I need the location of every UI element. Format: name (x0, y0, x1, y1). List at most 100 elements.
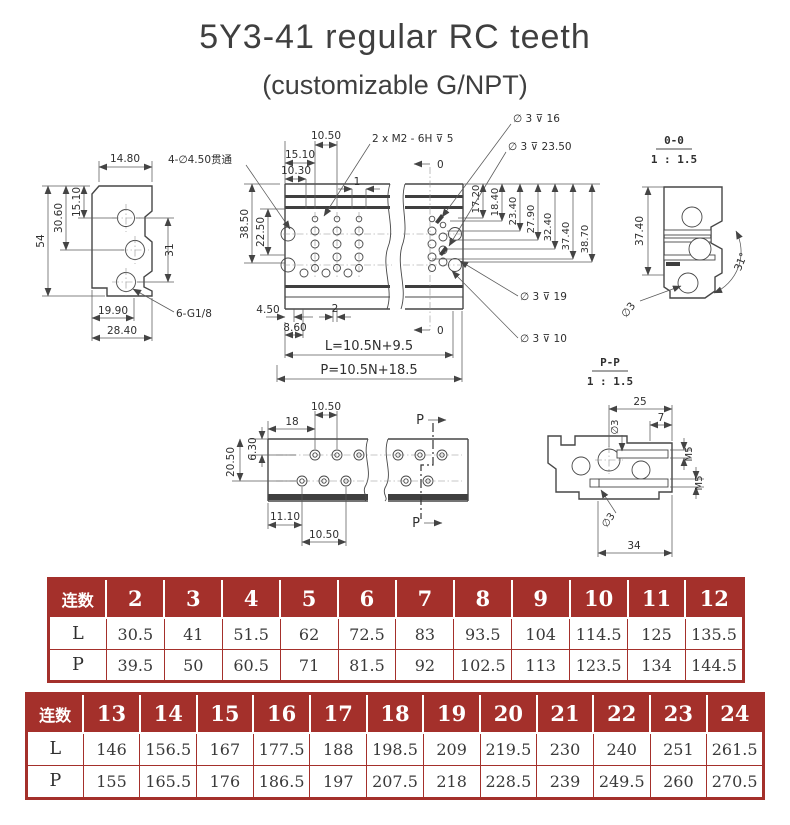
value-cell: 71 (279, 649, 339, 682)
section-pp-scale: 1 : 1.5 (587, 375, 633, 388)
pp-dia-top: ∅3 (610, 419, 621, 434)
value-cell: 165.5 (139, 764, 198, 800)
bottom-view: 10.50 18 6.30 20.50 11.10 10.50 P P (225, 401, 469, 546)
value-cell: 188 (309, 732, 368, 766)
value-cell: 251 (649, 732, 708, 766)
value-cell: 219.5 (479, 732, 538, 766)
value-cell: 92 (395, 649, 455, 682)
value-cell: 125 (627, 617, 686, 650)
section-oo-scale: 1 : 1.5 (651, 153, 697, 166)
datum-bottom: 0 (437, 325, 444, 337)
column-header: 5 (279, 577, 340, 619)
callout-depth-19: ∅ 3 ⊽ 19 (520, 291, 567, 303)
pp-dim-34: 34 (627, 540, 641, 552)
value-cell: 93.5 (453, 617, 513, 650)
column-header: 15 (195, 692, 255, 734)
dim-14-80: 14.80 (110, 153, 140, 165)
side-view: 14.80 15.10 30.60 54 31 19.90 28.40 6-G1… (35, 153, 291, 342)
bv-dim-18: 18 (285, 416, 298, 428)
datum-top: 0 (437, 159, 444, 171)
value-cell: 249.5 (592, 764, 651, 800)
pp-m5-top: M5 (684, 447, 695, 462)
column-header: 18 (365, 692, 425, 734)
pp-dim-7: 7 (658, 412, 665, 424)
technical-drawing: 14.80 15.10 30.60 54 31 19.90 28.40 6-G1… (35, 113, 750, 557)
formula-L: L=10.5N+9.5 (325, 339, 413, 354)
dim-19-90: 19.90 (98, 305, 128, 317)
value-cell: 270.5 (706, 764, 764, 800)
column-header: 21 (535, 692, 595, 734)
dim-30-60: 30.60 (53, 203, 65, 233)
bv-dim-6-30: 6.30 (247, 437, 259, 460)
dim-10-30: 10.30 (281, 165, 311, 177)
column-header: 23 (649, 692, 708, 734)
bv-p-top: P (416, 413, 424, 428)
column-header: 17 (308, 692, 368, 734)
value-cell: 240 (592, 732, 651, 766)
value-cell: 113 (511, 649, 571, 682)
value-cell: 72.5 (337, 617, 397, 650)
value-cell: 207.5 (366, 764, 424, 800)
dim-4-50: 4.50 (256, 304, 279, 316)
value-cell: 146 (82, 732, 141, 766)
column-header: 13 (82, 692, 141, 734)
value-cell: 186.5 (252, 764, 311, 800)
value-cell: 102.5 (453, 649, 513, 682)
dim-17-20: 17.20 (471, 185, 482, 214)
pp-dia-bottom: ∅3 (600, 511, 618, 530)
value-cell: 60.5 (221, 649, 281, 682)
label-tap: 2 x M2 - 6H ⊽ 5 (372, 133, 453, 145)
value-cell: 50 (163, 649, 223, 682)
bv-dim-20-50: 20.50 (225, 447, 237, 477)
value-cell: 134 (627, 649, 686, 682)
column-header: 6 (337, 577, 397, 619)
value-cell: 198.5 (366, 732, 424, 766)
value-cell: 123.5 (569, 649, 629, 682)
section-oo-dia: ∅3 (619, 300, 638, 320)
section-view-pp: 25 7 ∅3 M5 M5 ∅3 34 (547, 396, 705, 557)
bv-dim-11-10: 11.10 (270, 511, 300, 523)
dim-54: 54 (35, 234, 47, 248)
section-oo-dim-37-40: 37.40 (634, 216, 646, 246)
column-header: 22 (592, 692, 652, 734)
callout-depth-10: ∅ 3 ⊽ 10 (520, 333, 567, 345)
column-header-lianshu: 连数 (47, 577, 108, 619)
dim-37-40: 37.40 (561, 222, 572, 251)
bv-dim-10-50-top: 10.50 (311, 401, 341, 413)
row-label: P (48, 649, 107, 682)
row-label: L (26, 732, 84, 766)
column-header: 4 (221, 577, 282, 619)
dim-32-40: 32.40 (543, 213, 554, 242)
value-cell: 39.5 (105, 649, 165, 682)
value-cell: 41 (163, 617, 223, 650)
value-cell: 155 (82, 764, 141, 800)
dim-28-40: 28.40 (107, 325, 137, 337)
pp-dim-25: 25 (633, 396, 646, 408)
bv-p-bottom: P (412, 516, 420, 531)
dim-31: 31 (164, 243, 176, 256)
dim-8-60: 8.60 (283, 322, 306, 334)
dim-1: 1 (354, 176, 361, 188)
value-cell: 114.5 (569, 617, 629, 650)
dim-22-50: 22.50 (255, 217, 267, 247)
dim-23-40: 23.40 (508, 197, 519, 226)
value-cell: 156.5 (139, 732, 198, 766)
column-header: 10 (568, 577, 629, 619)
value-cell: 230 (536, 732, 594, 766)
value-cell: 239 (536, 764, 594, 800)
section-pp-label: P-P 1 : 1.5 (587, 356, 633, 388)
column-header: 20 (479, 692, 538, 734)
value-cell: 62 (279, 617, 339, 650)
value-cell: 177.5 (252, 732, 311, 766)
label-ports: 6-G1/8 (176, 308, 212, 320)
column-header: 11 (626, 577, 687, 619)
page-subtitle: (customizable G/NPT) (262, 70, 528, 100)
value-cell: 209 (422, 732, 481, 766)
value-cell: 81.5 (337, 649, 397, 682)
column-header-lianshu: 连数 (25, 692, 85, 734)
page-title: 5Y3-41 regular RC teeth (199, 18, 591, 56)
column-header: 12 (684, 577, 745, 619)
column-header: 24 (705, 692, 765, 734)
